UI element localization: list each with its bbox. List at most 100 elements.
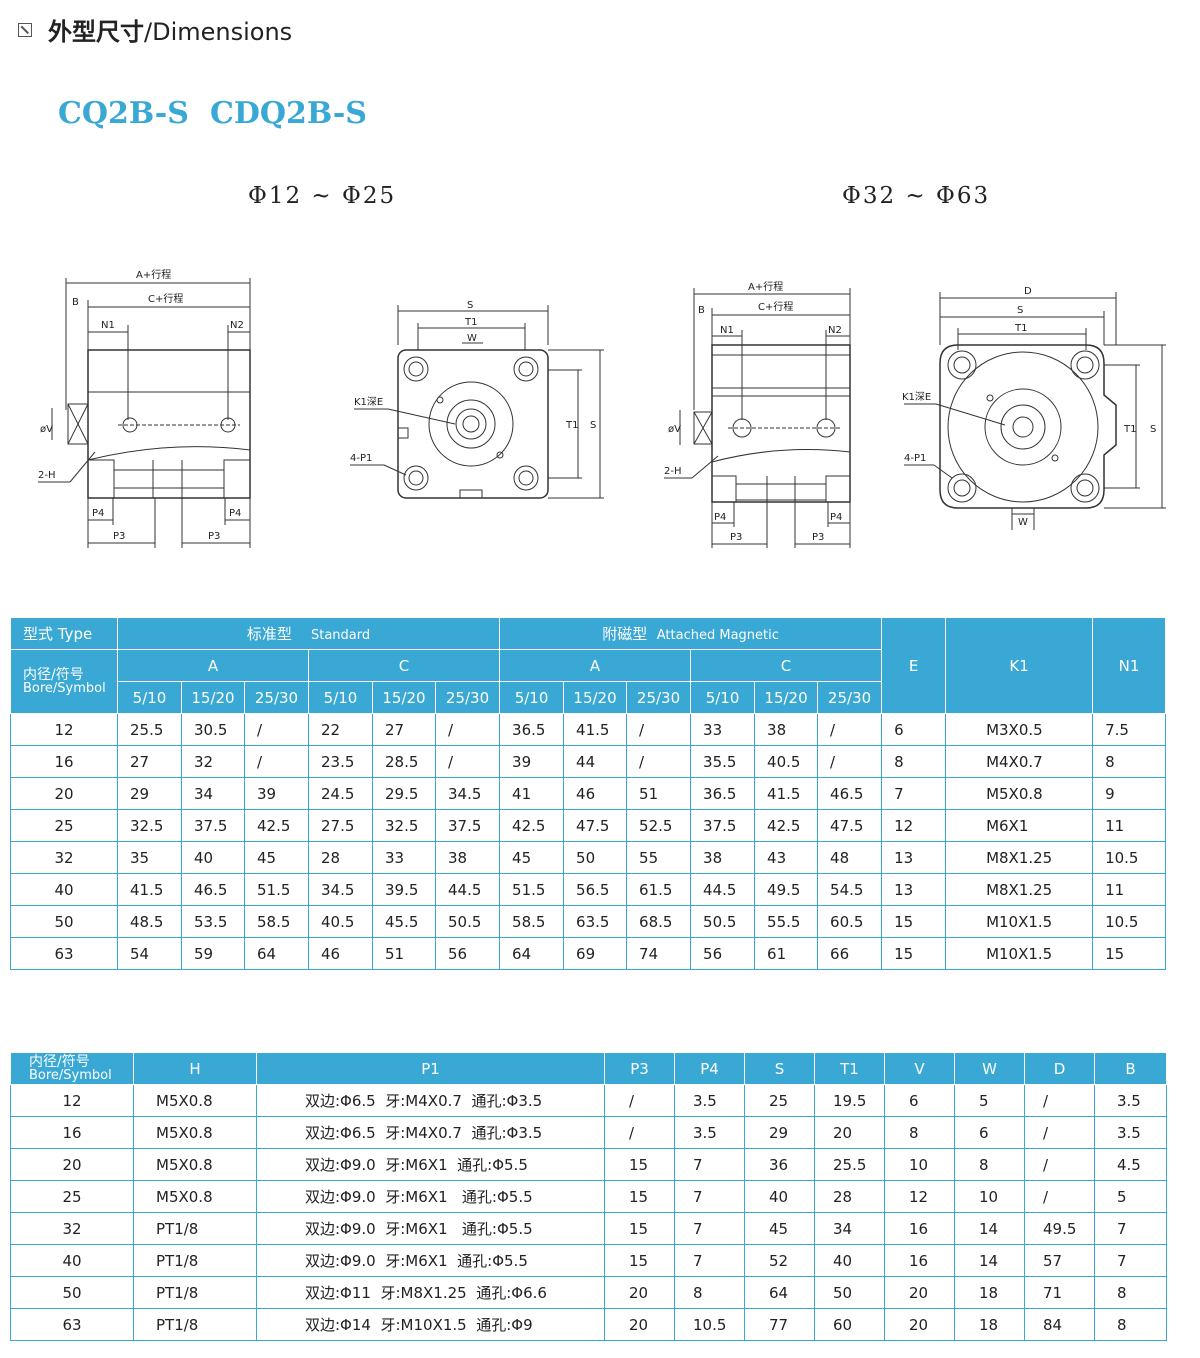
label-d: D — [1024, 286, 1032, 297]
table-cell: 48 — [817, 841, 883, 874]
table-cell: 15 — [881, 905, 947, 938]
table-cell: 37.5 — [690, 809, 756, 842]
model-name-1: CQ2B-S — [58, 96, 189, 131]
table-cell: 39 — [244, 777, 309, 810]
label-p4: P4 — [92, 508, 104, 519]
table-cell: 84 — [1024, 1308, 1095, 1341]
table-cell: 48.5 — [117, 905, 182, 938]
table-cell: 37.5 — [181, 809, 245, 842]
table-cell: 56.5 — [563, 873, 628, 906]
table-cell: 8 — [954, 1148, 1025, 1181]
table-cell: 12 — [881, 809, 947, 842]
table-cell: 16 — [884, 1244, 955, 1277]
stroke-header: 15/20 — [563, 681, 628, 714]
table-cell: 61 — [754, 937, 819, 970]
table-cell: / — [435, 745, 501, 778]
table-cell: 8 — [1092, 745, 1167, 778]
table-cell: 64 — [744, 1276, 815, 1309]
label-p4: P4 — [229, 508, 241, 519]
label-p4: P4 — [714, 512, 726, 523]
table-cell: 45 — [244, 841, 309, 874]
table-cell: 15 — [881, 937, 947, 970]
std-c-header: C — [307, 649, 501, 682]
table-cell: 45 — [499, 841, 565, 874]
label-w: W — [467, 333, 477, 344]
label-b: B — [698, 305, 705, 316]
table-cell: 47.5 — [817, 809, 883, 842]
table-cell: 20 — [10, 777, 118, 810]
table-cell: 23.5 — [308, 745, 373, 778]
label-w: W — [1018, 517, 1028, 528]
table-cell: 40.5 — [754, 745, 819, 778]
table-cell: / — [1024, 1180, 1095, 1213]
table-cell: 40 — [10, 1244, 134, 1277]
table-cell: / — [1024, 1148, 1095, 1181]
table-cell: 5 — [1094, 1180, 1167, 1213]
table-cell: 双边:Φ9.0 牙:M6X1 通孔:Φ5.5 — [256, 1148, 605, 1181]
label-p3: P3 — [730, 532, 742, 543]
table-cell: M5X0.8 — [945, 777, 1094, 810]
label-s: S — [467, 300, 473, 311]
table-cell: 25.5 — [814, 1148, 885, 1181]
table-cell: 35 — [117, 841, 182, 874]
table-cell: 6 — [954, 1116, 1025, 1149]
table-cell: 44 — [563, 745, 628, 778]
table-cell: 39 — [499, 745, 565, 778]
table-cell: 36.5 — [499, 713, 565, 746]
table-cell: 55.5 — [754, 905, 819, 938]
label-b: B — [72, 297, 79, 308]
label-p3: P3 — [113, 531, 125, 542]
table-cell: 50 — [10, 1276, 134, 1309]
table-cell: 双边:Φ14 牙:M10X1.5 通孔:Φ9 — [256, 1308, 605, 1341]
table-cell: 16 — [884, 1212, 955, 1245]
label-n1: N1 — [101, 320, 115, 331]
standard-header: 标准型 Standard — [116, 617, 501, 650]
table-cell: 36.5 — [690, 777, 756, 810]
table-cell: 9 — [1092, 777, 1167, 810]
table-cell: 19.5 — [814, 1084, 885, 1117]
front-view-large — [904, 292, 1166, 530]
table-cell: 6 — [881, 713, 947, 746]
table-cell: 15 — [604, 1244, 675, 1277]
table-cell: 50 — [814, 1276, 885, 1309]
label-p1: 4-P1 — [904, 453, 926, 464]
table-cell: M5X0.8 — [133, 1116, 257, 1149]
label-h: 2-H — [664, 466, 682, 477]
table-cell: 29 — [744, 1116, 815, 1149]
table-cell: 12 — [884, 1180, 955, 1213]
stroke-header: 15/20 — [181, 681, 245, 714]
table-cell: 7 — [1094, 1212, 1167, 1245]
table-cell: 37.5 — [435, 809, 501, 842]
table-cell: 7 — [674, 1148, 745, 1181]
table-cell: 51 — [626, 777, 692, 810]
table-cell: 25 — [10, 1180, 134, 1213]
model-name-2: CDQ2B-S — [210, 96, 367, 131]
table-cell: 29.5 — [372, 777, 436, 810]
label-n2: N2 — [230, 320, 244, 331]
side-view-large — [664, 288, 851, 548]
table-cell: 40.5 — [308, 905, 373, 938]
p4-header: P4 — [674, 1052, 745, 1085]
stroke-header: 15/20 — [754, 681, 819, 714]
table-cell: 64 — [499, 937, 565, 970]
table-cell: PT1/8 — [133, 1308, 257, 1341]
table-cell: 49.5 — [1024, 1212, 1095, 1245]
mag-c-header: C — [690, 649, 883, 682]
table-cell: 14 — [954, 1244, 1025, 1277]
label-p1: 4-P1 — [350, 453, 372, 464]
table-cell: / — [817, 745, 883, 778]
label-t1: T1 — [1014, 323, 1027, 334]
label-s-vertical: S — [590, 420, 596, 431]
label-t1-vertical: T1 — [1123, 424, 1136, 435]
table-cell: 20 — [604, 1308, 675, 1341]
table-cell: 27 — [372, 713, 436, 746]
table-cell: 12 — [10, 1084, 134, 1117]
table-cell: 8 — [881, 745, 947, 778]
table-cell: 46 — [308, 937, 373, 970]
